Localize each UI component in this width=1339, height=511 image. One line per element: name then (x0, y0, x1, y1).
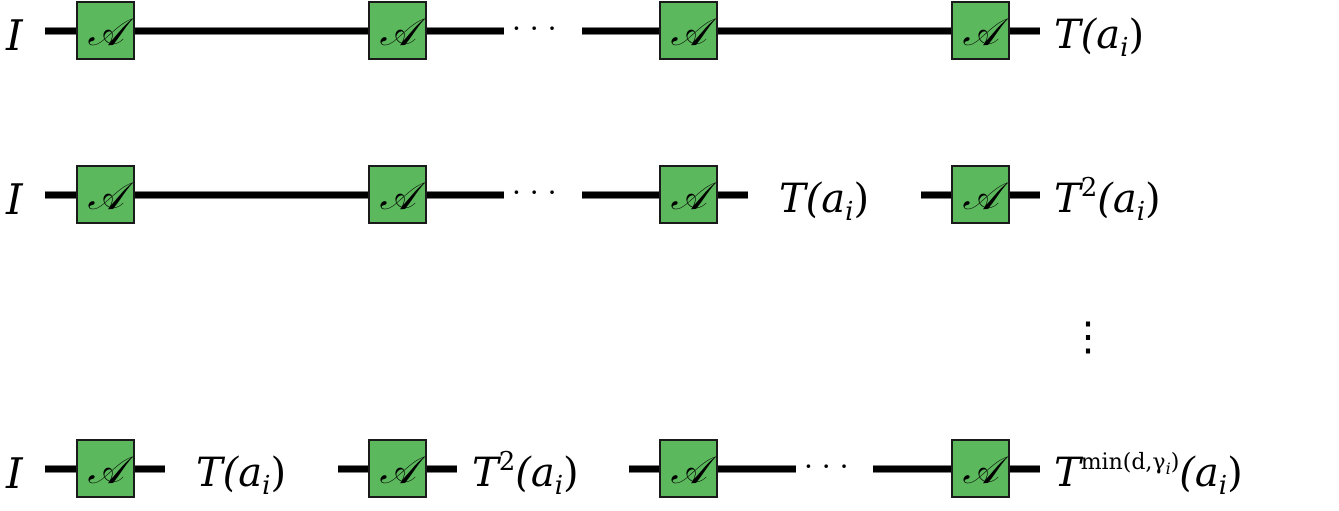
operator-box: 𝒜 (76, 165, 135, 224)
label-sup: 2 (1081, 173, 1098, 203)
row-2-end-label: T2(ai) (1054, 173, 1161, 227)
label-base: T(a (1054, 12, 1120, 58)
label-base: T(a (779, 176, 845, 222)
label-sup: min(d,γ (1081, 450, 1166, 475)
row-1-ellipsis: · · · (512, 12, 557, 45)
operator-box: 𝒜 (659, 165, 718, 224)
row-2: I · · · 𝒜 𝒜 𝒜 𝒜 T(ai) T2(ai) (5, 165, 1161, 227)
label-base: T (1054, 176, 1084, 222)
label-close: ) (563, 450, 579, 496)
row-3: I · · · 𝒜 𝒜 𝒜 𝒜 T(ai) T2(ai) Tmin(d,γi)(… (5, 439, 1243, 501)
row-1: I · · · 𝒜 𝒜 𝒜 𝒜 T(ai) (5, 1, 1144, 63)
label-close: ) (853, 176, 869, 222)
label-sub: i (555, 471, 563, 501)
operator-box: 𝒜 (951, 439, 1010, 498)
label-sub: i (1120, 33, 1128, 63)
label-sub: i (1137, 197, 1145, 227)
label-close: ) (1128, 12, 1144, 58)
label-sup-sub: i (1166, 459, 1171, 478)
label-sub: i (845, 197, 853, 227)
label-close: ) (1145, 176, 1161, 222)
label-sub: i (262, 471, 270, 501)
operator-box: 𝒜 (951, 1, 1010, 60)
row-3-ellipsis: · · · (804, 450, 849, 483)
label-rest: (a (1097, 176, 1136, 222)
label-base: T (1054, 450, 1084, 496)
operator-box: 𝒜 (76, 1, 135, 60)
row-3-mid-label-2: T2(ai) (472, 447, 579, 501)
operator-box: 𝒜 (951, 165, 1010, 224)
row-1-start-label: I (5, 11, 24, 60)
label-sub: i (1219, 471, 1227, 501)
label-close: ) (1227, 450, 1243, 496)
operator-box: 𝒜 (368, 1, 427, 60)
operator-box: 𝒜 (659, 439, 718, 498)
row-3-mid-label-1: T(ai) (196, 450, 286, 501)
label-base: T (472, 450, 502, 496)
operator-box: 𝒜 (368, 439, 427, 498)
operator-box: 𝒜 (76, 439, 135, 498)
operator-box: 𝒜 (659, 1, 718, 60)
label-rest: (a (515, 450, 554, 496)
row-3-end-label: Tmin(d,γi)(ai) (1054, 450, 1243, 501)
label-base: T(a (196, 450, 262, 496)
operator-box: 𝒜 (368, 165, 427, 224)
row-1-end-label: T(ai) (1054, 12, 1144, 63)
row-2-mid-label-1: T(ai) (779, 176, 869, 227)
label-close: ) (270, 450, 286, 496)
label-sup-close: ) (1171, 450, 1180, 475)
row-2-ellipsis: · · · (512, 176, 557, 209)
label-sup: 2 (499, 447, 516, 477)
row-3-start-label: I (5, 449, 24, 498)
label-rest: (a (1179, 450, 1218, 496)
vertical-ellipsis: ⋮ (1068, 314, 1108, 360)
row-2-start-label: I (5, 175, 24, 224)
